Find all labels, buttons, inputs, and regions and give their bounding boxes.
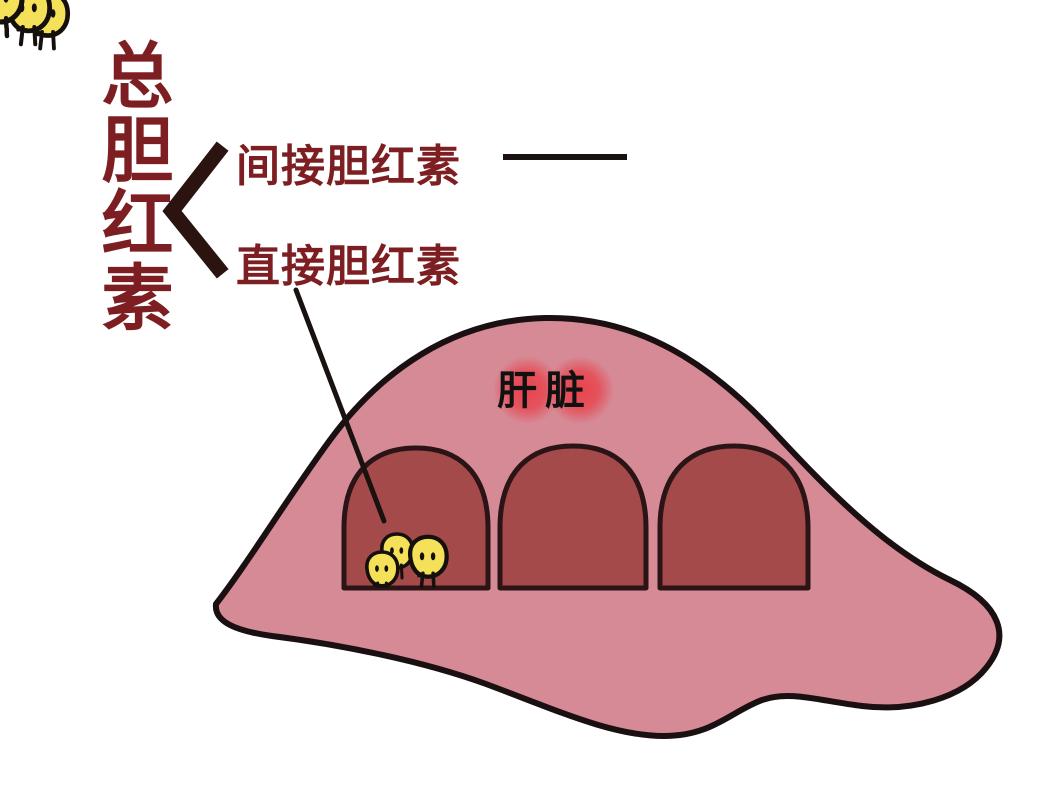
liver-organ-label: 肝脏 — [497, 368, 593, 414]
total-bilirubin-label: 总胆红素 — [89, 38, 173, 334]
chamber-middle — [497, 443, 649, 591]
chamber-right — [657, 443, 811, 591]
chamber-left — [341, 445, 491, 591]
direct-leader-line — [293, 287, 387, 524]
liver-chambers — [341, 443, 811, 591]
liver-label-glow — [493, 356, 614, 424]
angle-bracket-icon — [162, 141, 229, 279]
direct-bilirubin-label: 直接胆红素 — [236, 241, 461, 292]
indirect-bilirubin-label: 间接胆红素 — [236, 141, 461, 192]
